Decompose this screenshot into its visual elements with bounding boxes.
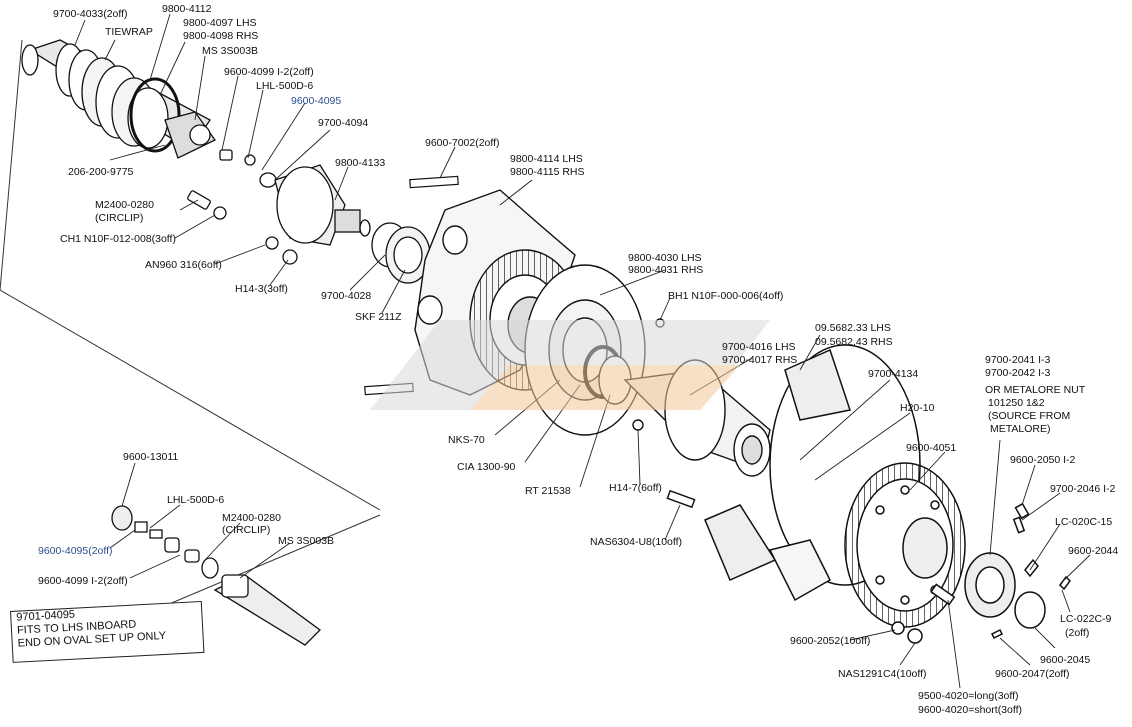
- part-label: 9600-2044: [1068, 545, 1119, 557]
- part-label: 9800-4031 RHS: [628, 264, 704, 276]
- part-label: 9600-4099 I-2(2off): [224, 66, 314, 78]
- part-label: M2400-0280: [95, 199, 154, 211]
- part-label: LHL-500D-6: [256, 80, 314, 92]
- part-label: BH1 N10F-000-006(4off): [668, 290, 784, 302]
- part-label: MS 3S003B: [278, 535, 335, 547]
- drive-shaft-boot: [21, 39, 277, 188]
- leader-lines: [74, 13, 1091, 689]
- part-label: AN960 316(6off): [145, 259, 222, 271]
- part-label: H20-10: [900, 402, 935, 414]
- part-label: 9700-2046 I-2: [1050, 483, 1116, 495]
- part-label: 09.5682.33 LHS: [815, 322, 891, 334]
- part-label: LC-022C-9: [1060, 613, 1112, 625]
- stub-axle: [187, 164, 431, 284]
- part-label: 9700-4134: [868, 368, 919, 380]
- part-label: 9600-4051: [906, 442, 957, 454]
- part-label: 9700-4016 LHS: [722, 341, 796, 353]
- part-label: 206-200-9775: [68, 166, 134, 178]
- part-label: 9600-4095(2off): [38, 545, 113, 557]
- part-label: 9700-4028: [321, 290, 372, 302]
- part-label: NKS-70: [448, 434, 485, 446]
- part-label: (CIRCLIP): [222, 524, 271, 536]
- part-label: 9600-13011: [123, 451, 179, 463]
- part-label: (SOURCE FROM: [988, 410, 1071, 422]
- part-label: 9800-4133: [335, 157, 386, 169]
- part-label: SKF 211Z: [355, 311, 402, 323]
- part-label: 9800-4097 LHS: [183, 17, 257, 29]
- part-label: CH1 N10F-012-008(3off): [60, 233, 176, 245]
- part-label: (CIRCLIP): [95, 212, 144, 224]
- part-label: NAS1291C4(10off): [838, 668, 927, 680]
- part-label: 09.5682.43 RHS: [815, 336, 893, 348]
- part-label: 9800-4114 LHS: [510, 153, 583, 165]
- part-label: 9800-4115 RHS: [510, 166, 585, 178]
- part-label: 9800-4030 LHS: [628, 252, 702, 264]
- part-label: 9500-4020=long(3off): [918, 690, 1019, 702]
- part-label: 9600-4099 I-2(2off): [38, 575, 128, 587]
- part-label: 9700-2041 I-3: [985, 354, 1051, 366]
- part-label: OR METALORE NUT: [985, 384, 1086, 396]
- part-label: MS 3S003B: [202, 45, 259, 57]
- part-label: CIA 1300-90: [457, 461, 516, 473]
- note-box: 9701-04095 FITS TO LHS INBOARD END ON OV…: [10, 600, 205, 663]
- part-label: RT 21538: [525, 485, 571, 497]
- axle-nut: [964, 502, 1071, 640]
- part-label: 101250 1&2: [988, 397, 1045, 409]
- part-label: 9700-4033(2off): [53, 8, 128, 20]
- part-label: H14-3(3off): [235, 283, 288, 295]
- inset-frame: [0, 39, 381, 611]
- part-label: METALORE): [990, 423, 1051, 435]
- part-label: 9600-2045: [1040, 654, 1091, 666]
- part-label: 9800-4098 RHS: [183, 30, 259, 42]
- part-label: 9600-4020=short(3off): [918, 704, 1023, 716]
- part-label: 9600-4095: [291, 95, 342, 107]
- part-label: 9700-4094: [318, 117, 369, 129]
- part-label: LHL-500D-6: [167, 494, 225, 506]
- part-label: NAS6304-U8(10off): [590, 536, 683, 548]
- part-label: 9700-4017 RHS: [722, 354, 798, 366]
- part-label: H14-7(6off): [609, 482, 662, 494]
- part-label: 9600-2047(2off): [995, 668, 1070, 680]
- part-label: LC-020C-15: [1055, 516, 1113, 528]
- part-label: 9600-7002(2off): [425, 137, 500, 149]
- part-label: 9700-2042 I-3: [985, 367, 1051, 379]
- watermark: [370, 320, 770, 410]
- wheel-hub: [844, 462, 966, 644]
- part-label: 9600-2050 I-2: [1010, 454, 1076, 466]
- part-label: TIEWRAP: [105, 26, 153, 38]
- part-label: 9800-4112: [162, 3, 212, 15]
- part-label: (2off): [1065, 627, 1090, 639]
- part-label: 9600-2052(10off): [790, 635, 871, 647]
- part-label: M2400-0280: [222, 512, 281, 524]
